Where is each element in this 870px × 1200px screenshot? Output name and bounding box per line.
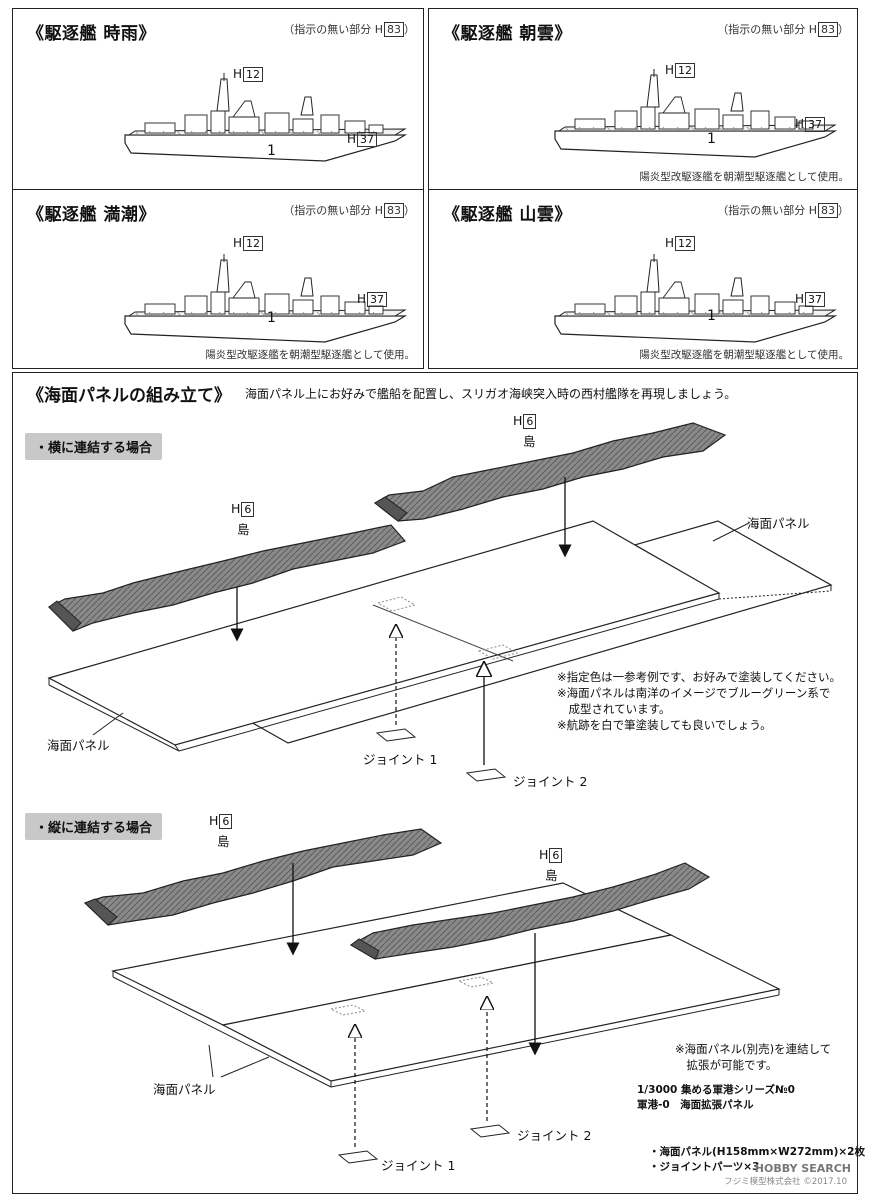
ship-title: 《駆逐艦 満潮》 [27,205,156,225]
expansion-note: ※海面パネル(別売)を連結して 拡張が可能です。 [675,1042,832,1072]
product-info: 1/3000 集める軍港シリーズ№0 軍港-0 海面拡張パネル [637,1084,795,1111]
island-part-vertical-right [349,862,711,960]
ship-title: 《駆逐艦 時雨》 [27,24,156,44]
vertical-connection-heading: ・縦に連結する場合 [25,813,163,840]
sea-panel-label-left: 海面パネル [47,738,110,753]
ship-footnote: 陽炎型改駆逐艦を朝潮型駆逐艦として使用。 [205,349,415,361]
island-part-vertical-left [83,828,443,926]
ship-title: 《駆逐艦 朝雲》 [443,24,572,44]
part-number: 1 [707,308,716,324]
joint-1-label: ジョイント 1 [363,752,438,767]
panel-assembly-diagram [47,422,833,1164]
joint-part-2 [465,669,507,782]
joint-part-vertical-1 [337,1031,379,1164]
destroyer-illustration [554,254,838,343]
panel-assembly-section: 《海面パネルの組み立て》 海面パネル上にお好みで艦船を配置し、スリガオ海峡突入時… [12,372,865,1194]
ship-footnote: 陽炎型改駆逐艦を朝潮型駆逐艦として使用。 [639,171,849,183]
part-number: 1 [267,143,276,159]
ship-title: 《駆逐艦 山雲》 [443,205,572,225]
sea-panel-label-bottom: 海面パネル [153,1082,216,1097]
section-title: 《海面パネルの組み立て》 [27,386,231,406]
copyright: フジミ模型株式会社 ©2017.10 [724,1177,847,1187]
destroyer-illustration [124,254,408,343]
island-label-vleft: 島 [217,834,230,849]
destroyer-illustration [124,73,408,162]
hobby-search-watermark: HOBBY SEARCH [754,1162,851,1175]
joint-2-label: ジョイント 2 [513,774,588,789]
destroyer-illustration [554,69,838,158]
island-part-horizontal-left [47,524,407,632]
joint-part-1 [375,631,417,742]
ship-footnote: 陽炎型改駆逐艦を朝潮型駆逐艦として使用。 [639,349,849,361]
horizontal-connection-heading: ・横に連結する場合 [25,433,163,460]
contents-list: ・海面パネル(H158mm×W272mm)×2枚 ・ジョイントパーツ×3 [649,1146,865,1173]
island-part-horizontal-right [373,422,727,522]
color-notes: ※指定色は一参考例です、お好みで塗装してください。 ※海面パネルは南洋のイメージ… [557,670,842,732]
section-intro: 海面パネル上にお好みで艦船を配置し、スリガオ海峡突入時の西村艦隊を再現しましょう… [245,387,737,401]
joint-2-label-vertical: ジョイント 2 [517,1128,592,1143]
joint-part-vertical-2 [469,1003,511,1138]
island-label-left: 島 [237,522,250,537]
island-label-right: 島 [523,434,536,449]
part-number: 1 [267,310,276,326]
joint-1-label-vertical: ジョイント 1 [381,1158,456,1173]
sea-panel-label-top: 海面パネル [747,516,810,531]
part-number: 1 [707,131,716,147]
horizontal-panels [47,520,833,752]
island-label-vright: 島 [545,868,558,883]
